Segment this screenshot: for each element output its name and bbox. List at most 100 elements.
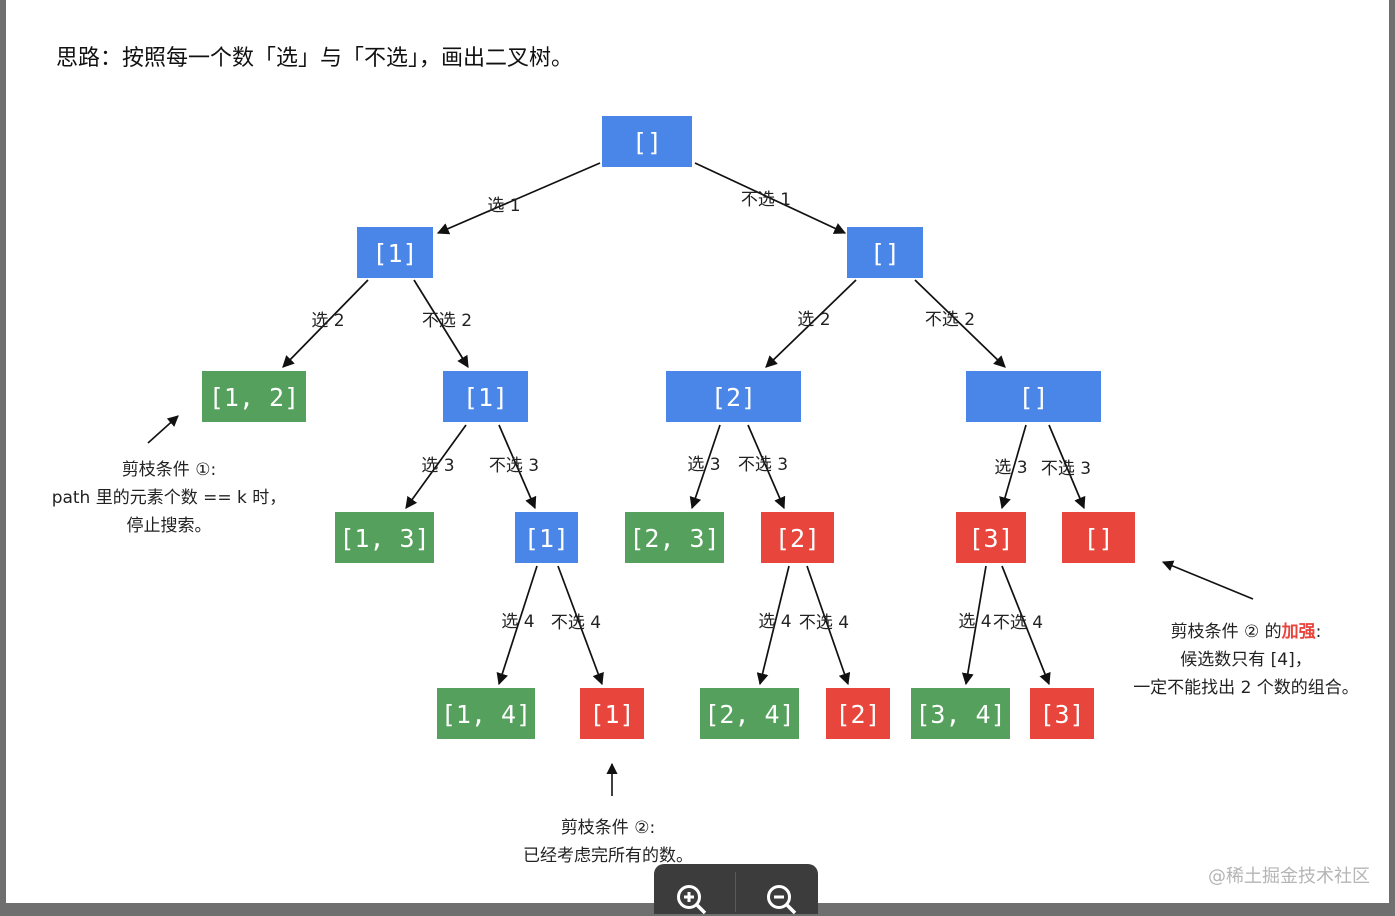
tree-node-label: [] bbox=[1018, 383, 1048, 412]
zoom-in-icon bbox=[677, 885, 707, 915]
edge-label: 不选 3 bbox=[1041, 459, 1091, 479]
tree-node-label: [2, 4] bbox=[704, 700, 794, 729]
tree-node-box bbox=[602, 116, 692, 167]
tree-node-label: [3] bbox=[1039, 700, 1084, 729]
edge-arrow bbox=[914, 279, 1006, 368]
tree-node: [] bbox=[847, 227, 923, 278]
edge-arrow bbox=[806, 565, 851, 686]
edge-label: 选 3 bbox=[994, 458, 1027, 478]
edge-arrow bbox=[689, 424, 721, 510]
tree-node-box bbox=[966, 371, 1101, 422]
edge-arrow bbox=[498, 424, 537, 510]
tree-node-label: [2] bbox=[711, 383, 756, 412]
prune-note-3-line1: 剪枝条件 ② 的加强: bbox=[1171, 622, 1322, 642]
tree-node: [1, 2] bbox=[202, 371, 306, 422]
edge-label: 不选 2 bbox=[925, 310, 975, 330]
edge-label: 不选 4 bbox=[993, 613, 1043, 633]
tree-node: [3] bbox=[956, 512, 1026, 563]
prune-note-2-line2: 已经考虑完所有的数。 bbox=[523, 846, 693, 866]
tree-node-box bbox=[826, 688, 890, 739]
edge-arrow bbox=[436, 162, 601, 235]
tree-node-box bbox=[911, 688, 1010, 739]
prune-note-1-line2: path 里的元素个数 == k 时， bbox=[52, 488, 287, 508]
tree-node: [1] bbox=[580, 688, 644, 739]
prune-note-1-line3: 停止搜索。 bbox=[127, 516, 212, 536]
tree-node: [] bbox=[1062, 512, 1135, 563]
tree-node-label: [2] bbox=[775, 524, 820, 553]
tree-node-box bbox=[1030, 688, 1094, 739]
prune-note-3-prefix: 剪枝条件 ② 的 bbox=[1171, 622, 1282, 642]
edge-label: 选 3 bbox=[687, 455, 720, 475]
tree-node-label: [] bbox=[1083, 524, 1113, 553]
tree-node: [2] bbox=[666, 371, 801, 422]
tree-node: [3] bbox=[1030, 688, 1094, 739]
edge-label: 不选 4 bbox=[799, 613, 849, 633]
edge-label: 不选 4 bbox=[551, 613, 601, 633]
edge-label: 选 2 bbox=[311, 311, 344, 331]
tree-node: [2] bbox=[761, 512, 834, 563]
prune-note-1: 剪枝条件 ①: path 里的元素个数 == k 时， 停止搜索。 bbox=[52, 415, 287, 536]
tree-node-label: [1, 4] bbox=[441, 700, 531, 729]
zoom-out-button[interactable] bbox=[751, 864, 811, 915]
edge-arrow bbox=[961, 565, 987, 686]
tree-node-box bbox=[335, 512, 434, 563]
tree-node-box bbox=[202, 371, 306, 422]
tree-node: [1] bbox=[443, 371, 528, 422]
prune-note-3-line2: 候选数只有 [4]， bbox=[1180, 650, 1311, 670]
edge-label: 选 4 bbox=[501, 612, 534, 632]
edge-label: 选 3 bbox=[421, 456, 454, 476]
tree-node-box bbox=[625, 512, 724, 563]
tree-node-label: [] bbox=[632, 128, 662, 157]
tree-node-box bbox=[666, 371, 801, 422]
edge-arrow bbox=[747, 424, 786, 510]
edge-label: 选 1 bbox=[487, 196, 520, 216]
tree-node-label: [2, 3] bbox=[629, 524, 719, 553]
tree-node-box bbox=[700, 688, 799, 739]
tree-node-label: [1] bbox=[524, 524, 569, 553]
tree-node-label: [3, 4] bbox=[915, 700, 1005, 729]
tree-node-box bbox=[443, 371, 528, 422]
prune-note-3-emphasis: 加强 bbox=[1281, 622, 1316, 642]
edge-label: 不选 3 bbox=[738, 455, 788, 475]
tree-node: [1] bbox=[357, 227, 433, 278]
zoom-in-button[interactable] bbox=[661, 864, 721, 915]
tree-node: [2, 3] bbox=[625, 512, 724, 563]
edge-label: 选 4 bbox=[758, 612, 791, 632]
tree-nodes: [] [1] [] [1, 2] [1] [2] [] [1, 3] [1] [2, 3] [2] [… bbox=[202, 116, 1135, 739]
edge-arrow bbox=[282, 279, 369, 368]
prune-note-3: 剪枝条件 ② 的加强: 候选数只有 [4]， 一定不能找出 2 个数的组合。 bbox=[1133, 560, 1359, 698]
tree-node: [2] bbox=[826, 688, 890, 739]
tree-node-box bbox=[847, 227, 923, 278]
edge-arrow bbox=[765, 279, 857, 368]
tree-node-label: [] bbox=[870, 239, 900, 268]
tree-node-label: [2] bbox=[835, 700, 880, 729]
tree-node: [1, 4] bbox=[437, 688, 535, 739]
watermark: @稀土掘金技术社区 bbox=[1208, 866, 1370, 887]
edge-label: 选 4 bbox=[958, 612, 991, 632]
tree-node: [2, 4] bbox=[700, 688, 799, 739]
prune-note-1-arrow bbox=[147, 415, 179, 444]
tree-node-box bbox=[437, 688, 535, 739]
edge-label: 不选 3 bbox=[489, 456, 539, 476]
page-title: 思路：按照每一个数「选」与「不选」，画出二叉树。 bbox=[56, 46, 573, 71]
tree-node-box bbox=[1062, 512, 1135, 563]
edge-label: 选 2 bbox=[797, 310, 830, 330]
tree-node: [] bbox=[966, 371, 1101, 422]
edge-arrow bbox=[1001, 565, 1051, 686]
prune-note-2-line1: 剪枝条件 ②: bbox=[561, 818, 655, 838]
tree-node: [1, 3] bbox=[335, 512, 434, 563]
tree-node-box bbox=[580, 688, 644, 739]
zoom-toolbar bbox=[654, 864, 818, 915]
prune-note-1-line1: 剪枝条件 ①: bbox=[122, 460, 216, 480]
edge-arrow bbox=[694, 162, 847, 234]
prune-note-3-line3: 一定不能找出 2 个数的组合。 bbox=[1133, 678, 1359, 698]
toolbar-separator bbox=[735, 872, 737, 912]
prune-note-3-arrow bbox=[1161, 560, 1254, 600]
edge-arrow bbox=[756, 565, 790, 686]
edge-arrow bbox=[1048, 424, 1086, 510]
edge-arrow bbox=[999, 424, 1027, 510]
tree-node-box bbox=[761, 512, 834, 563]
